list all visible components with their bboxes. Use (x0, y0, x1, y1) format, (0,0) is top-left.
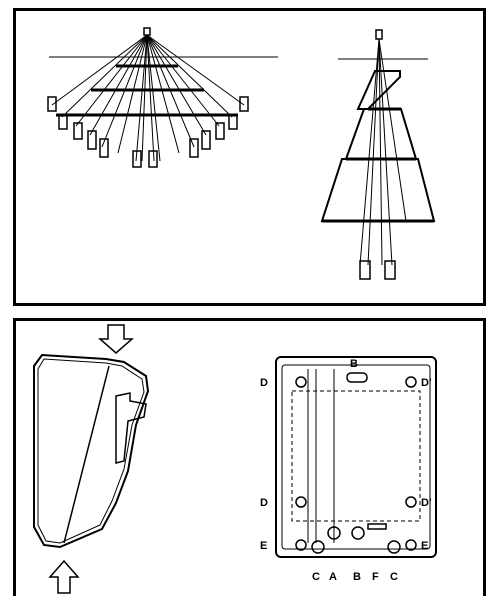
base-plate-inner (281, 364, 431, 550)
label-b-top: B (350, 358, 358, 370)
base-dashed-zone (291, 390, 421, 522)
housing-inner-outline (37, 358, 145, 544)
sensor-icon-left (143, 27, 151, 36)
label-f: F (372, 571, 379, 583)
label-e-left: E (260, 540, 267, 552)
label-a: A (329, 571, 337, 583)
base-plate-outline (275, 356, 437, 558)
zone-trapezoid-3 (320, 158, 436, 222)
label-d-right-top: D' (421, 377, 432, 389)
label-c-right: C (390, 571, 398, 583)
side-view-zones (320, 29, 436, 280)
detection-pattern-svg (47, 27, 436, 280)
side-box-left (359, 260, 371, 280)
hole-c-left (311, 540, 325, 554)
housing-side-view (33, 324, 150, 594)
fan-zone-boxes (47, 96, 249, 168)
mounting-base-svg: B D D' D D' E E C A B F C (33, 324, 437, 594)
hole-d-right-mid (405, 496, 417, 508)
housing-outline (33, 353, 150, 549)
arrow-down-icon (98, 324, 134, 354)
hole-c-right (387, 540, 401, 554)
hole-b-bottom (351, 526, 365, 540)
hole-d-left-top (295, 376, 307, 388)
label-c-left: C (312, 571, 320, 583)
hole-b-top (346, 372, 368, 383)
hole-d-right-top (405, 376, 417, 388)
hole-e-left (295, 539, 307, 551)
hole-f (367, 523, 387, 530)
label-d-left-mid: D (260, 497, 268, 509)
housing-clip (115, 392, 147, 464)
detection-pattern-panel (13, 8, 486, 306)
hole-e-right (405, 539, 417, 551)
mounting-base-panel: B D D' D D' E E C A B F C (13, 318, 486, 596)
top-view-fan (47, 27, 278, 168)
hole-a (327, 526, 341, 540)
zone-trapezoid-1 (356, 70, 401, 110)
side-rays (359, 38, 407, 266)
arrow-up-icon (48, 559, 80, 594)
label-b-bottom: B (353, 571, 361, 583)
mounting-base-view: B D D' D D' E E C A B F C (260, 356, 437, 583)
housing-seam (63, 365, 110, 544)
label-e-right: E (421, 540, 428, 552)
side-box-right (384, 260, 396, 280)
label-d-left-top: D (260, 377, 268, 389)
zone-trapezoid-2 (344, 108, 418, 160)
fan-rays (51, 34, 245, 162)
hole-d-left-mid (295, 496, 307, 508)
label-d-right-mid: D' (421, 497, 432, 509)
sensor-icon-right (375, 29, 383, 40)
